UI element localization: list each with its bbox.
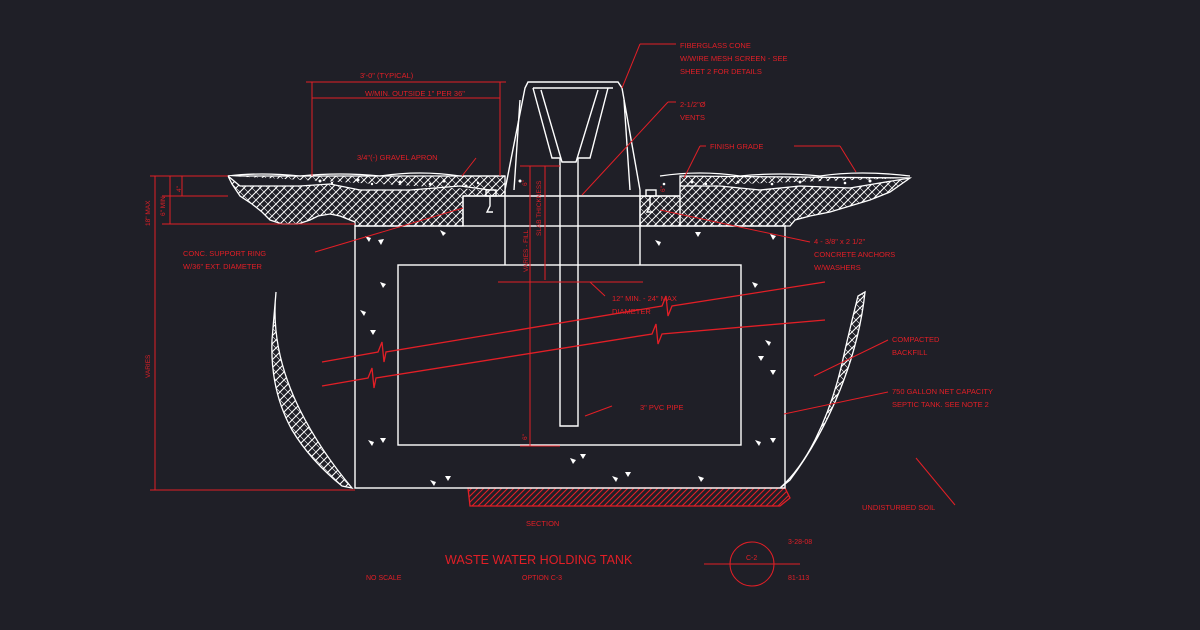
- option-label: OPTION C-3: [522, 575, 562, 582]
- vents-label-1: 2-1/2"Ø: [680, 100, 706, 109]
- compacted-backfill-label-1: COMPACTED: [892, 335, 940, 344]
- title-block: WASTE WATER HOLDING TANK NO SCALE OPTION…: [366, 539, 812, 582]
- pvc-pipe-label: 3" PVC PIPE: [640, 403, 684, 412]
- diameter-label-2: DIAMETER: [612, 307, 651, 316]
- diameter-label-1: 12" MIN. - 24" MAX: [612, 294, 677, 303]
- annotations: FIBERGLASS CONE W/WIRE MESH SCREEN - SEE…: [145, 41, 993, 528]
- max-dim-label: 18" MAX: [145, 200, 152, 226]
- fiberglass-cone: [485, 81, 657, 427]
- drawing-title: WASTE WATER HOLDING TANK: [445, 553, 633, 567]
- fiberglass-cone-label-2: W/WIRE MESH SCREEN - SEE: [680, 54, 788, 63]
- compacted-backfill-label-2: BACKFILL: [892, 348, 927, 357]
- typical-width-label: 3'-0" (TYPICAL): [360, 71, 414, 80]
- support-ring-label-1: CONC. SUPPORT RING: [183, 249, 266, 258]
- grade-dim-label: 4": [176, 185, 183, 192]
- varies-label: VARIES: [145, 354, 152, 378]
- anchors-label-2: CONCRETE ANCHORS: [814, 250, 895, 259]
- septic-tank: [354, 195, 786, 489]
- varies-fill-label: VARIES - FILL: [523, 229, 530, 272]
- drawing-number-label: 81-113: [788, 575, 809, 582]
- concrete-aggregate: [360, 230, 776, 486]
- min-dim-label: 6" MIN: [160, 196, 167, 216]
- finish-grade-label: FINISH GRADE: [710, 142, 763, 151]
- outside-slope-label: W/MIN. OUTSIDE 1" PER 36": [365, 89, 465, 98]
- support-ring-label-2: W/36" EXT. DIAMETER: [183, 262, 263, 271]
- tank-capacity-label-1: 750 GALLON NET CAPACITY: [892, 387, 993, 396]
- scale-label: NO SCALE: [366, 575, 402, 582]
- undisturbed-soil-label: UNDISTURBED SOIL: [862, 503, 935, 512]
- date-label: 3-28-08: [788, 539, 812, 546]
- annotation-lines: [150, 43, 956, 587]
- section-label: SECTION: [526, 519, 559, 528]
- fiberglass-cone-label-1: FIBERGLASS CONE: [680, 41, 751, 50]
- ground-layer: [226, 172, 913, 227]
- vent-pipes: [321, 281, 826, 389]
- right-grade-dim-label: 6": [660, 185, 667, 192]
- vents-label-2: VENTS: [680, 113, 705, 122]
- gravel-apron-label: 3/4"(-) GRAVEL APRON: [357, 153, 438, 162]
- tank-capacity-label-2: SEPTIC TANK. SEE NOTE 2: [892, 400, 989, 409]
- dim-top-label: 6": [522, 179, 529, 186]
- slab-thickness-label: SLAB THICKNESS: [536, 180, 543, 236]
- anchors-label-1: 4 - 3/8" x 2 1/2": [814, 237, 866, 246]
- dim-bottom-label: 6": [522, 433, 529, 440]
- gravel-dots: [318, 178, 872, 188]
- fiberglass-cone-label-3: SHEET 2 FOR DETAILS: [680, 67, 762, 76]
- anchors-label-3: W/WASHERS: [814, 263, 861, 272]
- sheet-label: C-2: [746, 555, 757, 562]
